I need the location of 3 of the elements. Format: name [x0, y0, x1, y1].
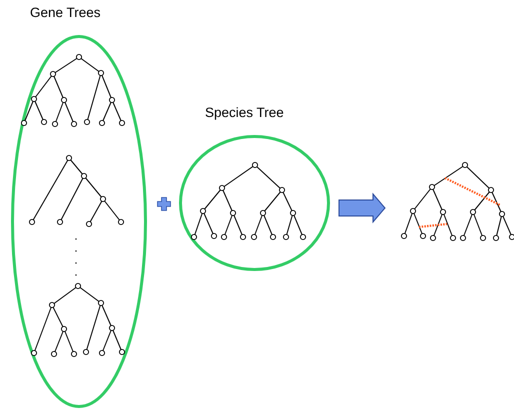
tree-group-title: Species Tree: [205, 105, 284, 120]
block-arrow: [338, 192, 386, 224]
tree-group-title: Gene Trees: [30, 5, 101, 20]
